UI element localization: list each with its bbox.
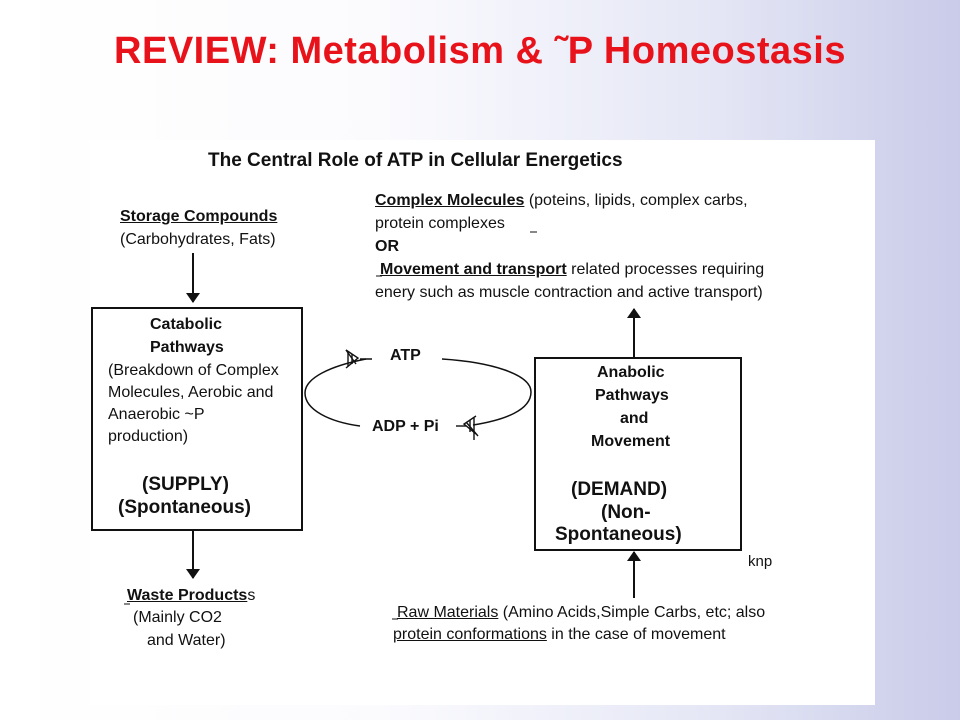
- raw-line-1: Raw Materials (Amino Acids,Simple Carbs,…: [397, 602, 765, 624]
- catabolic-desc-1: (Breakdown of Complex: [108, 362, 279, 379]
- complex-or: OR: [375, 238, 399, 255]
- complex-line-2: protein complexes: [375, 215, 505, 232]
- spontaneous-label: (Spontaneous): [118, 497, 251, 518]
- complex-detail: (poteins, lipids, complex carbs,: [524, 192, 748, 209]
- demand-label: (DEMAND): [571, 479, 668, 500]
- author-initials: knp: [748, 553, 773, 570]
- movement-detail: related processes requiring: [566, 261, 765, 278]
- anabolic-title-3: and: [620, 410, 649, 427]
- anabolic-title-1: Anabolic: [597, 364, 665, 381]
- diagram-heading: The Central Role of ATP in Cellular Ener…: [208, 150, 623, 171]
- raw-line-2: protein conformations in the case of mov…: [393, 624, 726, 646]
- anabolic-title-4: Movement: [591, 433, 671, 450]
- anabolic-title-2: Pathways: [595, 387, 669, 404]
- catabolic-desc-3: Anaerobic ~P: [108, 406, 205, 423]
- raw-title: Raw Materials: [397, 604, 499, 621]
- storage-title: Storage Compounds: [120, 208, 278, 225]
- complex-title: Complex Molecules: [375, 192, 525, 209]
- spontaneous-demand-label: Spontaneous): [555, 524, 682, 545]
- movement-title: Movement and transport: [380, 261, 567, 278]
- complex-line-1: Complex Molecules (poteins, lipids, comp…: [375, 190, 748, 212]
- storage-detail: (Carbohydrates, Fats): [120, 231, 276, 248]
- waste-title: Waste Productss: [127, 587, 256, 604]
- movement-line-2: enery such as muscle contraction and act…: [375, 284, 763, 301]
- catabolic-title-1: Catabolic: [150, 316, 223, 333]
- non-label: (Non-: [601, 502, 651, 523]
- catabolic-desc-2: Molecules, Aerobic and: [108, 384, 274, 401]
- adp-arrowhead-icon: [456, 415, 479, 440]
- raw-line-2-detail: in the case of movement: [546, 626, 726, 643]
- cycle-right-arc: [441, 358, 532, 426]
- waste-title-text: Waste Products: [127, 587, 248, 604]
- catabolic-title-2: Pathways: [150, 339, 224, 356]
- raw-detail: (Amino Acids,Simple Carbs, etc; also: [498, 604, 766, 621]
- slide-title: REVIEW: Metabolism & ˜P Homeostasis: [114, 30, 846, 72]
- anabolic-box: [534, 357, 742, 551]
- supply-label: (SUPPLY): [142, 474, 229, 495]
- waste-detail-2: and Water): [147, 632, 226, 649]
- movement-line: Movement and transport related processes…: [380, 259, 764, 281]
- catabolic-desc-4: production): [108, 428, 189, 445]
- waste-detail-1: (Mainly CO2: [133, 609, 222, 626]
- cycle-top-arc: [304, 358, 367, 427]
- raw-conformations: protein conformations: [393, 626, 547, 643]
- catabolic-box: [91, 307, 303, 531]
- atp-label: ATP: [390, 347, 421, 364]
- atp-arrowhead-icon: [345, 349, 360, 369]
- adp-label: ADP + Pi: [372, 418, 439, 435]
